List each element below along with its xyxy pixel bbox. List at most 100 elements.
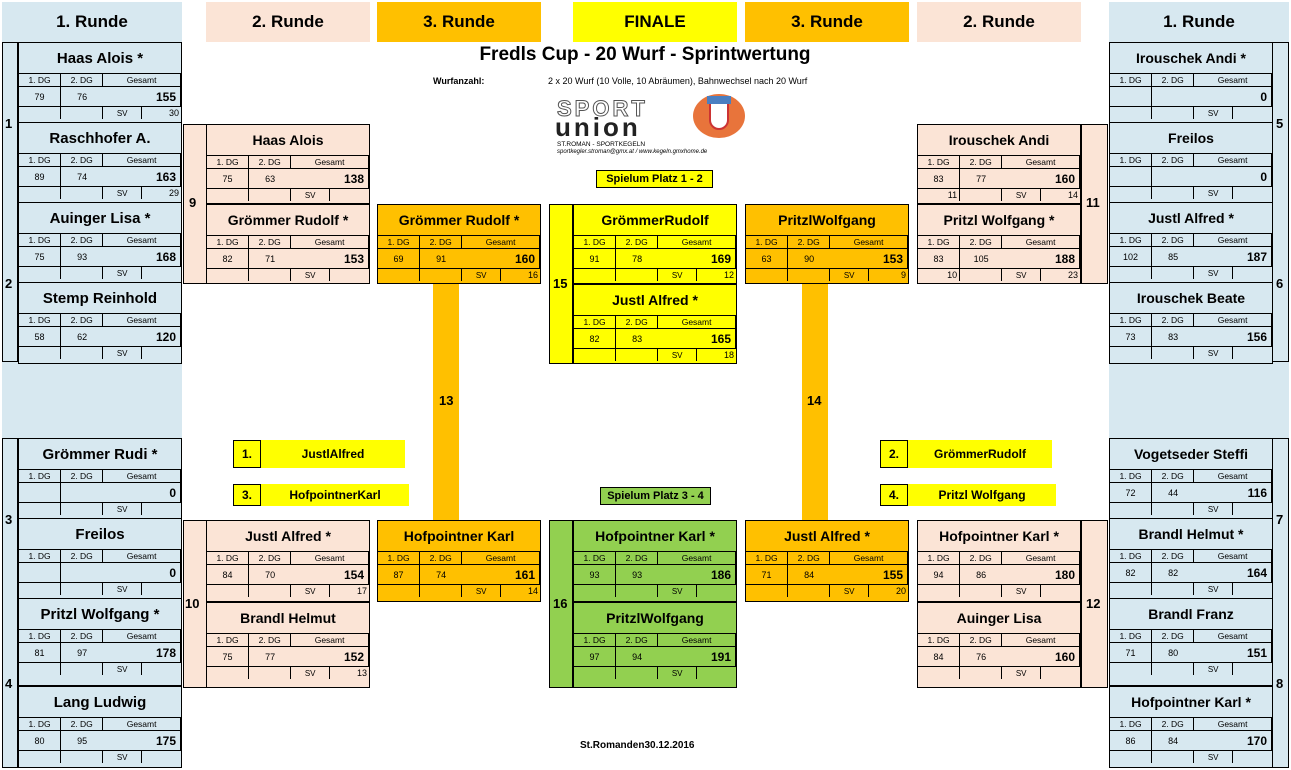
player-name: Grömmer Rudi * [42, 445, 158, 463]
spiel-platz-3-4-label: Spielum Platz 3 - 4 [600, 487, 711, 505]
sv-label: SV [830, 268, 870, 281]
match15-strip [549, 204, 573, 364]
sv-label: SV [830, 584, 870, 597]
score-dg2: 70 [249, 564, 292, 584]
blank-cell [1152, 346, 1195, 359]
sv-label: SV [291, 666, 331, 679]
sv-label: SV [103, 502, 143, 515]
blank-cell [61, 502, 104, 515]
score-dg2 [61, 482, 104, 502]
sv-extra [207, 268, 250, 281]
sv-value: 29 [142, 186, 181, 199]
player-name: Justl Alfred * [612, 292, 698, 308]
col-label-dg1: 1. DG [207, 551, 250, 564]
col-label-dg2: 2. DG [1152, 717, 1195, 730]
score-total: 170 [1194, 730, 1272, 750]
col-label-gesamt: Gesamt [1002, 235, 1080, 248]
score-dg2: 84 [1152, 730, 1195, 750]
score-total: 165 [658, 328, 736, 348]
sv-label: SV [103, 266, 143, 279]
col-label-dg1: 1. DG [1110, 469, 1153, 482]
sv-extra [207, 188, 250, 201]
col-label-dg1: 1. DG [19, 313, 62, 326]
col-label-dg2: 2. DG [960, 551, 1003, 564]
sv-extra [19, 186, 62, 199]
sv-extra [574, 268, 617, 281]
col-label-gesamt: Gesamt [462, 551, 540, 564]
sv-value [1233, 266, 1272, 279]
col-label-gesamt: Gesamt [1194, 313, 1272, 326]
player-name: Justl Alfred * [245, 528, 331, 544]
col-label-dg1: 1. DG [1110, 233, 1153, 246]
blank-cell [1152, 186, 1195, 199]
score-total: 154 [291, 564, 369, 584]
col-label-gesamt: Gesamt [658, 315, 736, 328]
score-total: 120 [103, 326, 181, 346]
sv-extra [1110, 186, 1153, 199]
sv-value: 18 [697, 348, 736, 361]
header-round3-left: 3. Runde [377, 2, 541, 42]
score-dg1: 97 [574, 646, 617, 666]
col-label-dg1: 1. DG [378, 551, 421, 564]
col-label-dg2: 2. DG [61, 153, 104, 166]
footer-date: St.Romanden30.12.2016 [580, 740, 695, 751]
col-label-dg2: 2. DG [61, 233, 104, 246]
bracket-number-13: 13 [439, 393, 454, 408]
sv-value [1233, 502, 1272, 515]
sv-extra [918, 584, 961, 597]
header-round2-left: 2. Runde [206, 2, 370, 42]
col-label-gesamt: Gesamt [103, 233, 181, 246]
wurfanzahl-label: Wurfanzahl: [433, 76, 485, 86]
player-name: Haas Alois [252, 132, 324, 148]
col-label-dg2: 2. DG [616, 315, 659, 328]
col-label-gesamt: Gesamt [1194, 153, 1272, 166]
score-dg2: 91 [420, 248, 463, 268]
col-label-dg1: 1. DG [918, 235, 961, 248]
blank-cell [61, 266, 104, 279]
logo-sub1: ST.ROMAN - SPORTKEGELN [557, 141, 646, 148]
score-total: 153 [830, 248, 908, 268]
sv-label: SV [1194, 582, 1234, 595]
col-label-gesamt: Gesamt [103, 73, 181, 86]
sv-value [142, 266, 181, 279]
col-label-dg2: 2. DG [249, 633, 292, 646]
score-dg1: 81 [19, 642, 62, 662]
player-name: Hofpointner Karl [403, 528, 515, 544]
sv-extra [19, 266, 62, 279]
sv-extra [918, 666, 961, 679]
score-total: 116 [1194, 482, 1272, 502]
sv-value: 14 [1041, 188, 1080, 201]
blank-cell [249, 268, 292, 281]
blank-cell [1152, 502, 1195, 515]
blank-cell [788, 268, 831, 281]
bracket-number-4: 4 [5, 676, 13, 691]
score-dg2 [61, 562, 104, 582]
player-name: GrömmerRudolf [601, 212, 709, 228]
player-name: Irouschek Andi * [1136, 50, 1246, 66]
col-label-dg1: 1. DG [574, 551, 617, 564]
sv-label: SV [1194, 186, 1234, 199]
sv-value: 20 [869, 584, 908, 597]
col-label-gesamt: Gesamt [462, 235, 540, 248]
player-name: Hofpointner Karl * [595, 528, 715, 544]
score-dg2: 83 [1152, 326, 1195, 346]
score-dg2: 86 [960, 564, 1003, 584]
score-total: 138 [291, 168, 369, 188]
blank-cell [960, 584, 1003, 597]
blank-cell [61, 662, 104, 675]
col-label-dg2: 2. DG [960, 155, 1003, 168]
sv-label: SV [291, 268, 331, 281]
connector-13 [433, 284, 459, 520]
